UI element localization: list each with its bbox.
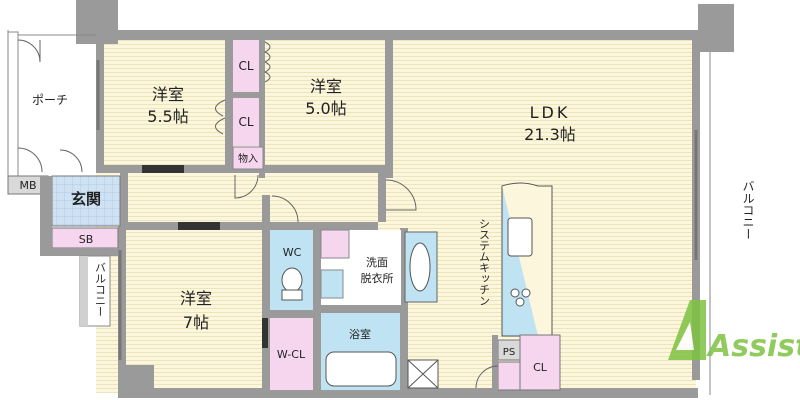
- monoire-box: [232, 146, 264, 170]
- door-arc: [59, 149, 83, 173]
- wall-corner: [126, 365, 154, 393]
- logo-text: Assist: [706, 329, 800, 364]
- ldk-size: 21.3帖: [524, 125, 576, 144]
- washroom-label-2: 脱衣所: [361, 271, 394, 285]
- wall-genkan: [40, 176, 52, 250]
- cl-bottom-box: [519, 334, 561, 391]
- balcony-right-label: バルコニー: [741, 180, 755, 240]
- wcl-box: [270, 318, 313, 390]
- room3-size: 7帖: [183, 313, 209, 332]
- wall-pillar: [698, 4, 734, 52]
- porch-wall: [7, 31, 19, 178]
- assist-logo: Assist: [668, 300, 800, 364]
- room3-name: 洋室: [180, 289, 212, 308]
- bath-label: 浴室: [349, 327, 371, 341]
- wall-genkan-bottom: [40, 248, 118, 256]
- room2-name: 洋室: [310, 77, 342, 96]
- wall-int: [225, 38, 233, 173]
- cl-top-label: CL: [238, 59, 253, 73]
- monoire-label: 物入: [238, 152, 258, 165]
- wall-left-mid: [120, 170, 128, 228]
- kitchen-label: システムキッチン: [478, 218, 491, 306]
- sink: [507, 217, 533, 257]
- porch-label: ポーチ: [32, 93, 68, 107]
- door-arc: [234, 174, 259, 199]
- genkan-label: 玄関: [71, 190, 101, 208]
- door-arc: [385, 179, 417, 211]
- mb-label: MB: [19, 179, 36, 192]
- toilet: [281, 267, 303, 293]
- washroom-label-1: 洗面: [366, 256, 388, 269]
- balcony-right-area: [700, 52, 800, 400]
- sb-label: SB: [79, 233, 94, 246]
- genkan-floor: [51, 175, 121, 227]
- door-arc: [475, 365, 499, 389]
- fold-door: [263, 41, 271, 83]
- cl-top-box: [233, 40, 259, 92]
- cl-mid-box: [233, 98, 259, 146]
- wall-left-upper: [96, 38, 104, 173]
- door-arc: [17, 147, 43, 173]
- ps-label: PS: [503, 347, 515, 358]
- wc-label: WC: [283, 246, 302, 259]
- fold-door: [215, 99, 226, 135]
- wall-top: [96, 30, 700, 40]
- door-arc: [271, 195, 299, 223]
- balcony-left-label: バルコニー: [94, 262, 107, 317]
- room1-size: 5.5帖: [147, 107, 188, 126]
- wcl-label: W-CL: [277, 348, 306, 361]
- bathtub: [325, 351, 397, 387]
- wall-left-lower: [118, 225, 126, 395]
- burner: [510, 288, 520, 298]
- room1-name: 洋室: [152, 85, 184, 104]
- washer-space: [320, 269, 344, 299]
- room2-size: 5.0帖: [305, 99, 346, 118]
- ldk-name: LDK: [530, 103, 571, 122]
- cl-mid-label: CL: [238, 115, 253, 129]
- cl-bottom-label: CL: [533, 361, 548, 374]
